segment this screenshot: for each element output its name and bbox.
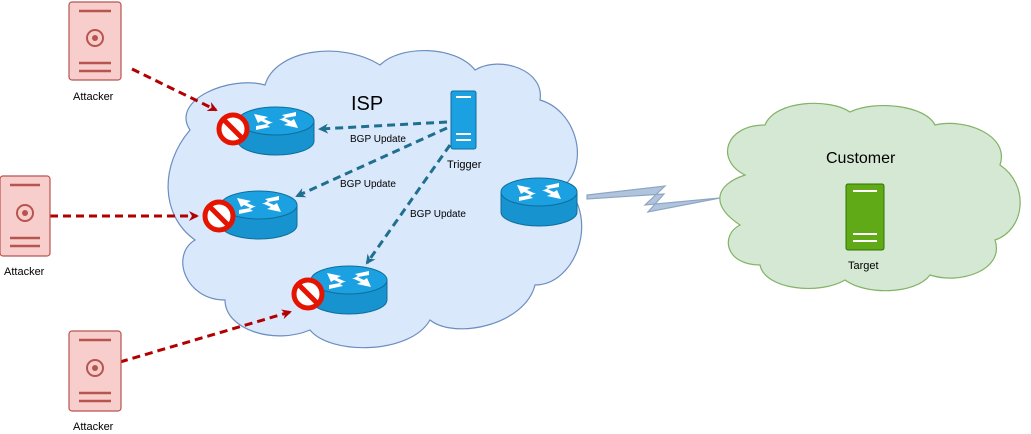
trigger-label: Trigger — [447, 159, 482, 171]
attacker-label: Attacker — [73, 421, 114, 433]
blocked-icon — [294, 280, 322, 308]
customer-label: Customer — [826, 150, 896, 167]
bgp-update-label: BGP Update — [350, 134, 406, 145]
edge-router-icon — [500, 177, 578, 227]
trigger-server-icon — [450, 90, 477, 150]
isp-label: ISP — [351, 93, 383, 115]
attacker-label: Attacker — [4, 266, 45, 278]
bgp-arrow-2 — [295, 126, 448, 198]
attack-arrow-1 — [131, 67, 218, 112]
blocked-icon — [219, 115, 247, 143]
router-1-icon — [237, 106, 315, 156]
target-label: Target — [848, 260, 879, 272]
attacker-server-icon — [68, 1, 122, 81]
attacker-server-icon — [68, 330, 122, 412]
target-server-icon — [845, 183, 885, 251]
attacker-server-icon — [0, 175, 51, 257]
bgp-update-label: BGP Update — [340, 179, 396, 190]
bgp-arrow-1 — [318, 120, 448, 134]
bgp-update-label: BGP Update — [410, 209, 466, 220]
attack-arrow-3 — [119, 309, 292, 364]
attacker-label: Attacker — [73, 91, 114, 103]
bgp-arrow-3 — [365, 144, 452, 265]
wan-link — [586, 185, 721, 213]
blocked-icon — [205, 202, 233, 230]
